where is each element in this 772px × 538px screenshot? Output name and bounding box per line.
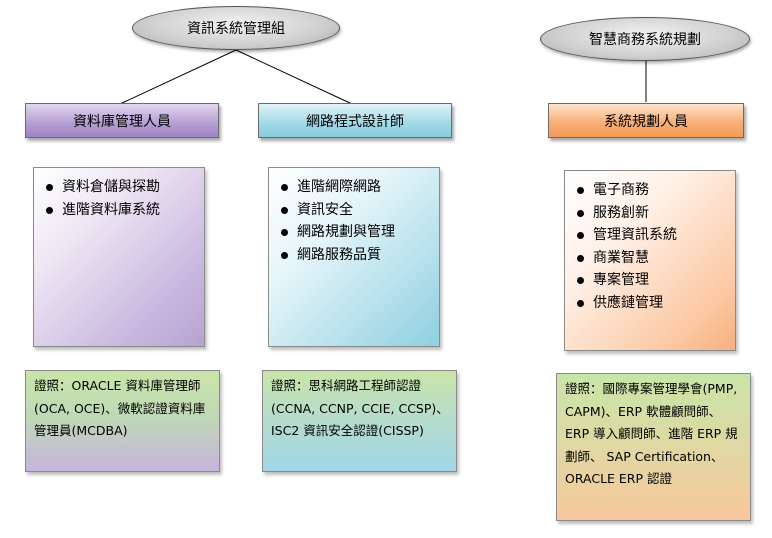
role-title: 系統規劃人員 bbox=[604, 113, 688, 130]
bullet-icon bbox=[577, 232, 584, 239]
skills-panel-network-programmer: 進階網際網路 資訊安全 網路規劃與管理 網路服務品質 bbox=[268, 167, 440, 347]
role-title: 資料庫管理人員 bbox=[73, 113, 171, 130]
role-header-system-planner: 系統規劃人員 bbox=[548, 103, 744, 138]
skill-item: 管理資訊系統 bbox=[575, 224, 725, 247]
bullet-icon bbox=[577, 254, 584, 262]
skill-item: 進階資料庫系統 bbox=[44, 199, 194, 222]
connector-left bbox=[119, 49, 237, 105]
bullet-icon bbox=[577, 299, 584, 307]
cert-box-network-programmer: 證照：思科網路工程師認證(CCNA, CCNP, CCIE, CCSP)、ISC… bbox=[262, 370, 457, 472]
role-title: 網路程式設計師 bbox=[306, 113, 404, 130]
skill-item: 供應鏈管理 bbox=[575, 292, 725, 315]
role-header-dba: 資料庫管理人員 bbox=[25, 103, 219, 138]
cert-box-dba: 證照：ORACLE 資料庫管理師(OCA, OCE)、微軟認證資料庫管理員(MC… bbox=[25, 370, 220, 472]
skill-item: 網路服務品質 bbox=[279, 244, 429, 267]
group-oval-it-management: 資訊系統管理組 bbox=[132, 6, 340, 50]
connector-middle bbox=[235, 49, 353, 105]
group-oval-smart-commerce: 智慧商務系統規劃 bbox=[540, 17, 750, 61]
skills-panel-system-planner: 電子商務 服務創新 管理資訊系統 商業智慧 專案管理 供應鏈管理 bbox=[564, 170, 736, 351]
skill-item: 資訊安全 bbox=[279, 199, 429, 222]
bullet-icon bbox=[281, 206, 288, 214]
skills-list: 進階網際網路 資訊安全 網路規劃與管理 網路服務品質 bbox=[279, 176, 429, 266]
skill-item: 專案管理 bbox=[575, 269, 725, 292]
skill-item: 進階網際網路 bbox=[279, 176, 429, 199]
bullet-icon bbox=[281, 229, 288, 236]
bullet-icon bbox=[577, 277, 584, 284]
skill-item: 資料倉儲與探勘 bbox=[44, 176, 194, 199]
bullet-icon bbox=[46, 184, 53, 191]
bullet-icon bbox=[281, 251, 288, 259]
skill-item: 網路規劃與管理 bbox=[279, 221, 429, 244]
cert-text: 證照：國際專案管理學會(PMP, CAPM)、ERP 軟體顧問師、ERP 導入顧… bbox=[565, 381, 738, 486]
group-title: 資訊系統管理組 bbox=[187, 21, 285, 37]
skill-item: 服務創新 bbox=[575, 202, 725, 225]
cert-box-system-planner: 證照：國際專案管理學會(PMP, CAPM)、ERP 軟體顧問師、ERP 導入顧… bbox=[556, 373, 751, 521]
cert-text: 證照：ORACLE 資料庫管理師(OCA, OCE)、微軟認證資料庫管理員(MC… bbox=[34, 378, 206, 438]
bullet-icon bbox=[577, 209, 584, 217]
skills-list: 電子商務 服務創新 管理資訊系統 商業智慧 專案管理 供應鏈管理 bbox=[575, 179, 725, 314]
bullet-icon bbox=[577, 187, 584, 194]
group-title: 智慧商務系統規劃 bbox=[589, 32, 701, 48]
cert-text: 證照：思科網路工程師認證(CCNA, CCNP, CCIE, CCSP)、ISC… bbox=[271, 378, 449, 438]
skill-item: 電子商務 bbox=[575, 179, 725, 202]
skills-list: 資料倉儲與探勘 進階資料庫系統 bbox=[44, 176, 194, 221]
bullet-icon bbox=[281, 184, 288, 191]
bullet-icon bbox=[46, 206, 53, 214]
role-header-network-programmer: 網路程式設計師 bbox=[258, 103, 452, 138]
skills-panel-dba: 資料倉儲與探勘 進階資料庫系統 bbox=[33, 167, 205, 347]
skill-item: 商業智慧 bbox=[575, 247, 725, 270]
